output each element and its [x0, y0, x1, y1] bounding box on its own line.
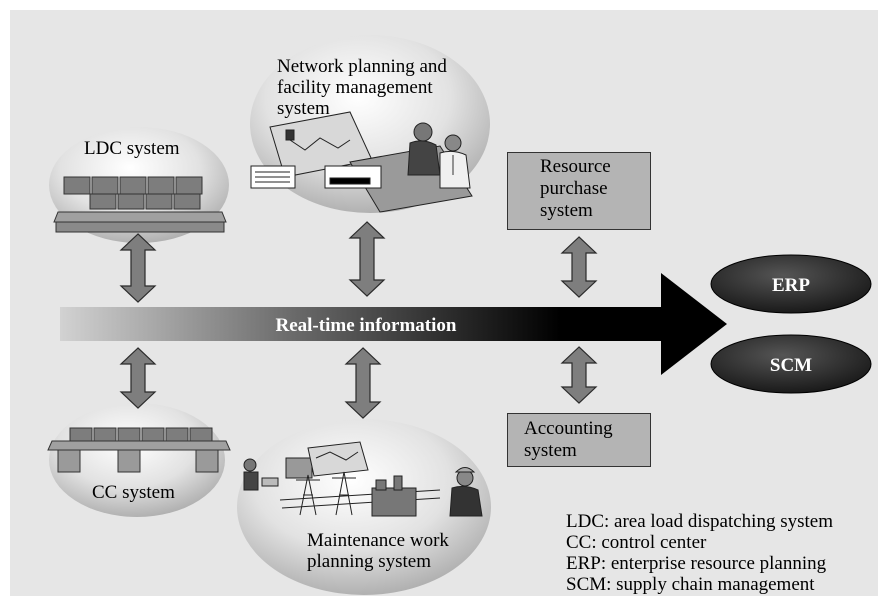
erp-label: ERP [772, 275, 810, 296]
legend-item: SCM: supply chain management [566, 574, 815, 595]
real-time-information-label: Real-time information [276, 315, 457, 336]
maintenance-system-label-line2: planning system [307, 551, 432, 572]
maintenance-illustration [243, 441, 483, 517]
arrow-accounting [560, 346, 598, 404]
network-system-label-line2: facility management [277, 77, 433, 98]
resource-label-line2: purchase [540, 178, 608, 199]
accounting-label-line2: system [524, 440, 577, 461]
arrow-network [348, 221, 386, 297]
network-planning-illustration [250, 111, 473, 213]
arrow-cc [119, 347, 157, 409]
accounting-system-box: Accounting system [507, 413, 651, 467]
ldc-console-illustration [53, 176, 227, 233]
network-system-label-line1: Network planning and [277, 56, 447, 77]
scm-oval [710, 334, 872, 394]
arrow-resource [560, 236, 598, 298]
scm-label: SCM [770, 355, 812, 376]
legend-item: ERP: enterprise resource planning [566, 553, 827, 574]
arrow-maintenance [344, 347, 382, 419]
legend-item: CC: control center [566, 532, 707, 553]
resource-purchase-system-box: Resource purchase system [507, 152, 651, 230]
real-time-information-arrow [60, 273, 727, 375]
legend-item: LDC: area load dispatching system [566, 511, 833, 532]
erp-oval [710, 254, 872, 314]
legend: LDC: area load dispatching system CC: co… [566, 511, 833, 595]
resource-label-line1: Resource [540, 156, 611, 177]
maintenance-system-label-line1: Maintenance work [307, 530, 449, 551]
arrow-ldc [119, 233, 157, 303]
resource-label-line3: system [540, 200, 593, 221]
cc-system-label: CC system [92, 482, 175, 503]
ldc-system-label: LDC system [84, 138, 180, 159]
network-system-label-line3: system [277, 98, 330, 119]
cc-console-illustration [47, 427, 231, 473]
accounting-label-line1: Accounting [524, 418, 613, 439]
